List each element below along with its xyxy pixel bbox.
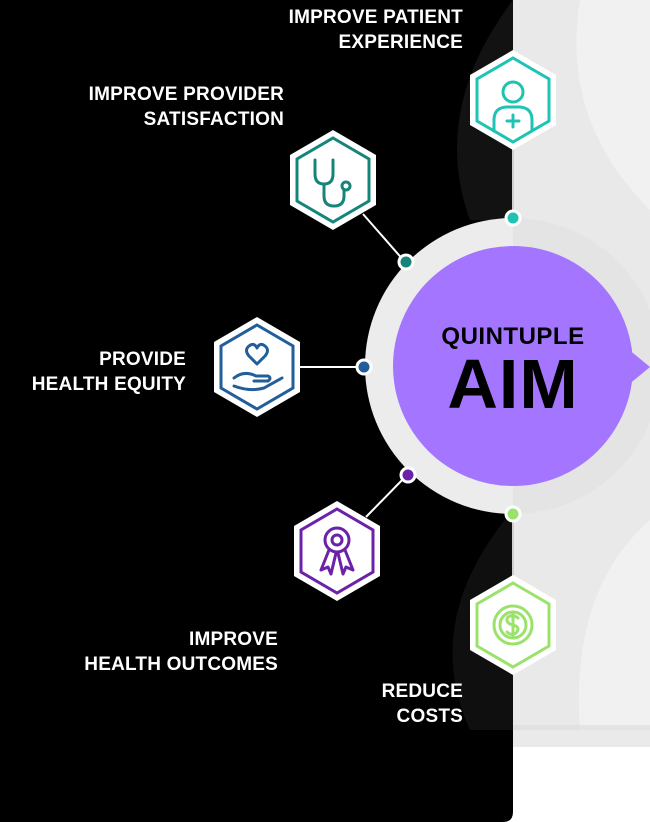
aim-label-line1: IMPROVE PROVIDER bbox=[88, 84, 284, 105]
hex-patient bbox=[470, 50, 556, 150]
hex-heart-hand bbox=[214, 317, 300, 417]
aim-label-line2: COSTS bbox=[396, 706, 463, 727]
dollar-coin-icon bbox=[492, 604, 534, 646]
award-ribbon-icon bbox=[319, 526, 355, 576]
dot-outcomes bbox=[399, 466, 417, 484]
aim-label-line1: REDUCE bbox=[381, 681, 463, 702]
aim-label-health-outcomes: IMPROVE HEALTH OUTCOMES bbox=[84, 627, 278, 677]
center-subtitle: QUINTUPLE bbox=[441, 323, 584, 350]
right-panel-shadow bbox=[470, 725, 650, 747]
dot-provider bbox=[397, 253, 415, 271]
aim-label-line1: IMPROVE bbox=[188, 629, 278, 650]
aim-label-line2: EXPERIENCE bbox=[338, 32, 463, 53]
aim-label-patient-experience: IMPROVE PATIENT EXPERIENCE bbox=[289, 5, 463, 55]
patient-icon bbox=[492, 80, 534, 133]
stethoscope-icon bbox=[313, 158, 352, 208]
center-title: AIM bbox=[447, 345, 578, 423]
center-circle bbox=[393, 246, 633, 486]
right-panel-shade-bottom bbox=[578, 520, 650, 730]
aim-label-reduce-costs: REDUCE COSTS bbox=[382, 679, 463, 729]
aim-label-health-equity: PROVIDE HEALTH EQUITY bbox=[32, 347, 186, 397]
hex-stethoscope bbox=[290, 130, 376, 230]
connector-line-outcomes bbox=[365, 474, 408, 518]
connector-line-provider bbox=[362, 213, 406, 263]
aim-label-line1: PROVIDE bbox=[99, 349, 186, 370]
aim-label-provider-satisfaction: IMPROVE PROVIDER SATISFACTION bbox=[89, 82, 284, 132]
hex-dollar bbox=[470, 575, 556, 675]
dot-costs bbox=[504, 505, 522, 523]
aim-label-line1: IMPROVE PATIENT bbox=[288, 7, 463, 28]
aim-label-line2: SATISFACTION bbox=[143, 109, 284, 130]
aim-label-line2: HEALTH OUTCOMES bbox=[84, 654, 278, 675]
right-panel-shade bbox=[576, 0, 650, 210]
heart-hand-icon bbox=[232, 342, 284, 392]
dot-equity bbox=[355, 358, 373, 376]
aim-label-line2: HEALTH EQUITY bbox=[31, 374, 186, 395]
dot-patient bbox=[504, 209, 522, 227]
hex-award bbox=[294, 501, 380, 601]
